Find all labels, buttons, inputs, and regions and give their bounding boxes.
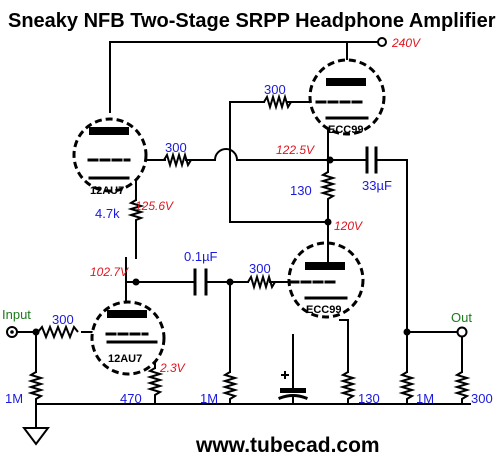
ground-symbol xyxy=(22,427,50,446)
resistor-load-300 xyxy=(453,371,471,404)
label-r-grid-lr: 300 xyxy=(249,261,271,276)
resistor-4k7 xyxy=(127,199,145,222)
capacitor-bypass-curve xyxy=(278,394,308,400)
input-label: Input xyxy=(2,307,31,322)
tube-plate xyxy=(107,310,147,318)
tube-envelope xyxy=(90,300,166,376)
tube-label-lower-right: ECC99 xyxy=(306,304,341,316)
resistors xyxy=(27,93,471,404)
label-r-grid-leak-mid: 1M xyxy=(200,391,218,406)
tube-lower-left: 12AU7 xyxy=(90,300,166,376)
label-r-130-mid: 130 xyxy=(290,183,312,198)
output-terminal xyxy=(456,326,468,338)
label-r-load: 300 xyxy=(471,391,493,406)
input-jack: Input xyxy=(2,307,31,338)
tube-lower-right: ECC99 xyxy=(287,239,365,319)
supply-voltage: 240V xyxy=(391,36,421,50)
resistor-grid-lr-300 xyxy=(247,273,276,291)
label-r-input: 300 xyxy=(52,312,74,327)
ground-icon xyxy=(22,427,50,446)
resistor-mid-1m xyxy=(221,371,239,404)
resistor-130-low xyxy=(339,371,357,404)
junctions xyxy=(32,156,411,336)
voltage-102v: 102.7V xyxy=(90,265,129,279)
label-r-4k7: 4.7k xyxy=(95,206,120,221)
label-c-coupling: 0.1µF xyxy=(184,249,218,264)
label-r-output-1m: 1M xyxy=(416,391,434,406)
tube-upper-left: 12AU7 xyxy=(72,117,148,197)
wire-crossover xyxy=(213,148,239,162)
label-r-grid-ur: 300 xyxy=(264,82,286,97)
voltage-122v: 122.5V xyxy=(276,143,315,157)
tube-plate xyxy=(326,78,366,86)
capacitor-coupling xyxy=(193,268,208,296)
junction-122v xyxy=(326,156,334,164)
capacitor-output xyxy=(365,146,378,174)
junction-mid xyxy=(226,278,234,286)
voltage-120v: 120V xyxy=(334,219,363,233)
resistor-130-mid xyxy=(319,171,337,200)
tube-label-upper-right: ECC99 xyxy=(328,124,363,136)
resistor-cathode-470 xyxy=(146,367,164,404)
supply-terminal-dot xyxy=(377,37,387,47)
resistor-output-1m xyxy=(398,371,416,404)
label-r-cathode-ll: 470 xyxy=(120,391,142,406)
tube-label-lower-left: 12AU7 xyxy=(108,353,142,365)
junction-102v xyxy=(132,278,140,286)
capacitors xyxy=(193,146,378,405)
supply-terminal: 240V xyxy=(377,36,421,50)
tube-plate xyxy=(89,127,129,135)
input-terminal-center xyxy=(10,330,14,334)
footer-url: www.tubecad.com xyxy=(195,434,380,457)
tube-upper-right: ECC99 xyxy=(308,58,386,136)
junction-out xyxy=(403,328,411,336)
output-jack: Out xyxy=(451,310,472,338)
junction-input xyxy=(32,328,40,336)
tube-envelope xyxy=(72,117,148,193)
label-r-grid-leak-in: 1M xyxy=(5,391,23,406)
capacitor-bypass xyxy=(280,388,306,393)
resistor-grid-ur-300 xyxy=(263,93,292,111)
component-labels: 300 1M 470 4.7k 300 0.1µF 300 1M 300 130… xyxy=(5,82,493,406)
wires xyxy=(11,41,471,429)
junction-120v xyxy=(324,218,332,226)
output-label: Out xyxy=(451,310,472,325)
voltage-125v: 125.6V xyxy=(135,199,174,213)
tube-label-upper-left: 12AU7 xyxy=(90,185,124,197)
tube-plate xyxy=(305,262,345,270)
capacitor-bypass-plus xyxy=(281,371,289,379)
tube-envelope xyxy=(308,58,386,136)
voltage-2v: 2.3V xyxy=(159,361,186,375)
schematic-title: Sneaky NFB Two-Stage SRPP Headphone Ampl… xyxy=(8,10,496,32)
label-r-grid-ul: 300 xyxy=(165,140,187,155)
resistor-input-300 xyxy=(37,324,79,340)
wire-output-right xyxy=(375,159,408,373)
voltage-labels: 125.6V 102.7V 2.3V 122.5V 120V xyxy=(90,143,363,375)
resistor-input-1m xyxy=(27,371,45,404)
resistor-grid-ul-300 xyxy=(163,151,192,169)
label-c-output: 33µF xyxy=(362,178,392,193)
label-r-130-low: 130 xyxy=(358,391,380,406)
